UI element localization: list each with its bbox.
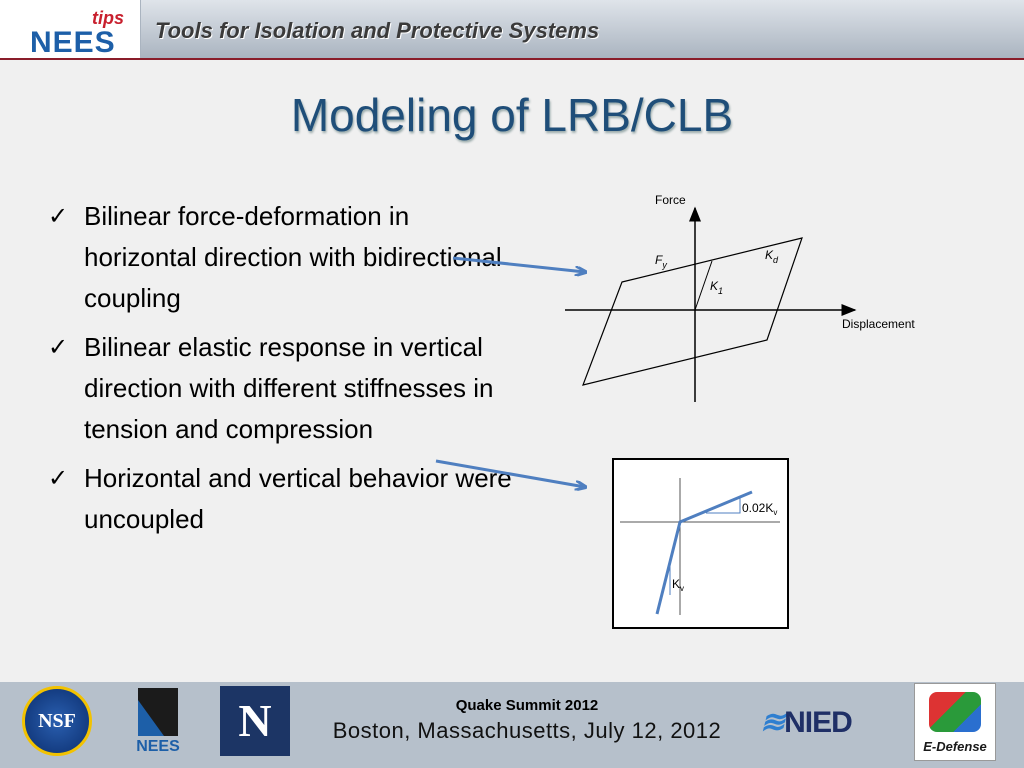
- nied-logo-mark-icon: ≋: [760, 706, 785, 739]
- hysteresis-loop: [582, 237, 803, 386]
- lower-stiffness-label: Kv: [672, 577, 684, 593]
- nied-logo: ≋NIED: [760, 705, 853, 740]
- bullet-text: Bilinear elastic response in vertical di…: [84, 332, 494, 444]
- response-curve: [655, 490, 753, 615]
- edefense-logo: E-Defense: [914, 683, 996, 761]
- bullet-text: Bilinear force-deformation in horizontal…: [84, 201, 502, 313]
- upper-slope-triangle: [706, 498, 741, 514]
- upper-stiffness-label: 0.02Kv: [742, 501, 777, 517]
- checkmark-icon: ✓: [48, 465, 69, 492]
- nees-logo: NEES: [128, 688, 188, 758]
- bullet-item: ✓ Bilinear elastic response in vertical …: [48, 327, 518, 450]
- k1-label: K1: [710, 279, 723, 296]
- logo-nees-text: NEES: [30, 26, 116, 59]
- nees-tips-logo: tips NEES: [0, 0, 141, 59]
- bullet-list: ✓ Bilinear force-deformation in horizont…: [48, 196, 518, 548]
- checkmark-icon: ✓: [48, 334, 69, 361]
- connector-arrow: [452, 256, 585, 272]
- kd-label: Kd: [765, 248, 779, 265]
- header-title: Tools for Isolation and Protective Syste…: [155, 18, 600, 43]
- nsf-logo: NSF: [22, 686, 92, 756]
- footer-event-name: Quake Summit 2012: [455, 697, 599, 714]
- vertical-response-plot: 0.02Kv Kv: [612, 458, 789, 629]
- edefense-logo-mark: [929, 692, 981, 732]
- slide-title: Modeling of LRB/CLB: [290, 89, 734, 141]
- k1-slope-line: [694, 260, 713, 311]
- fy-label: Fy: [655, 253, 667, 270]
- edefense-logo-text: E-Defense: [923, 739, 987, 754]
- logo-tips-text: tips: [92, 8, 125, 28]
- hysteresis-plot: Force Displacement Fy Kd K1: [565, 193, 915, 402]
- nied-logo-text: NIED: [784, 706, 853, 739]
- bullet-item: ✓ Bilinear force-deformation in horizont…: [48, 196, 518, 319]
- nees-logo-text: NEES: [136, 738, 180, 755]
- bullet-text: Horizontal and vertical behavior were un…: [84, 463, 512, 534]
- connector-arrow: [435, 459, 585, 487]
- footer-event-place: Boston, Massachusetts, July 12, 2012: [332, 718, 722, 743]
- checkmark-icon: ✓: [48, 203, 69, 230]
- bullet-item: ✓ Horizontal and vertical behavior were …: [48, 458, 518, 540]
- plot-frame: [612, 458, 789, 629]
- unr-logo: N: [220, 686, 290, 756]
- force-axis-label: Force: [655, 193, 686, 207]
- header-bar: tips NEES Tools for Isolation and Protec…: [0, 0, 1024, 60]
- displacement-axis-label: Displacement: [842, 317, 915, 331]
